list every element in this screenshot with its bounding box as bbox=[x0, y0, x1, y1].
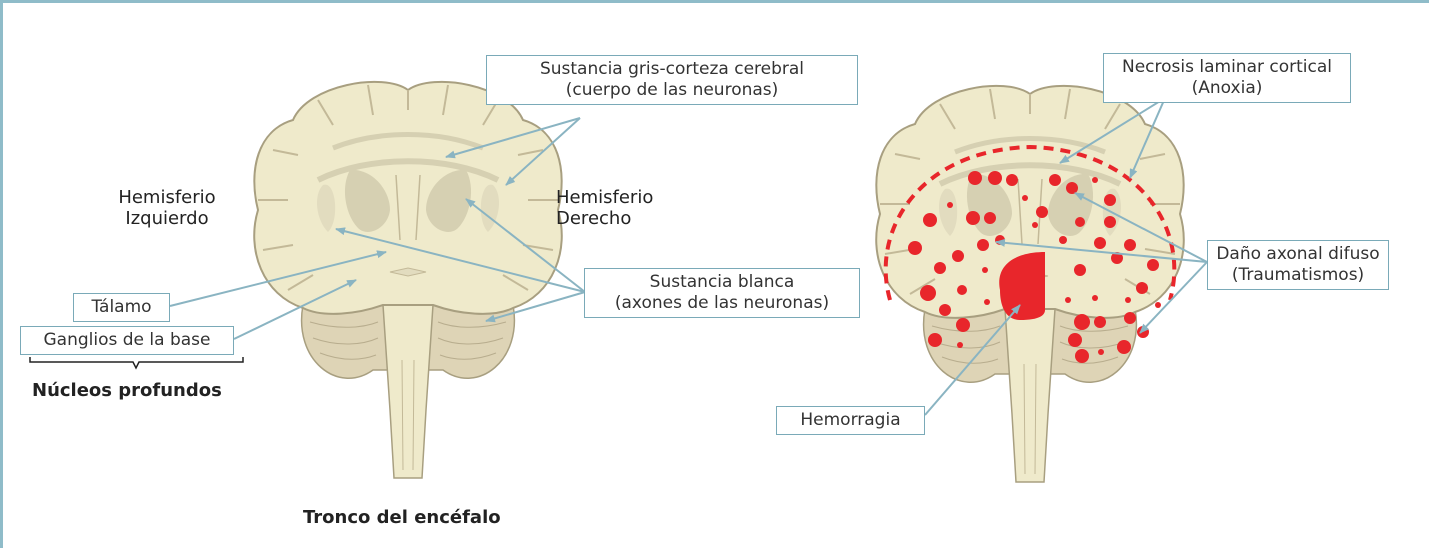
axonal-damage-label: Daño axonal difuso (Traumatismos) bbox=[1207, 240, 1389, 290]
hemorrhage-shape bbox=[999, 252, 1045, 320]
axonal-damage-dots bbox=[908, 171, 1161, 363]
right-pointer-arrows bbox=[924, 97, 1208, 416]
basal-ganglia-label: Ganglios de la base bbox=[20, 326, 234, 355]
left-hemisphere-label: Hemisferio Izquierdo bbox=[118, 187, 216, 229]
deep-nuclei-label: Núcleos profundos bbox=[32, 380, 222, 401]
deep-nuclei-brace bbox=[29, 357, 244, 370]
white-matter-label: Sustancia blanca (axones de las neuronas… bbox=[584, 268, 860, 318]
gray-matter-label: Sustancia gris-corteza cerebral (cuerpo … bbox=[486, 55, 858, 105]
right-hemisphere-label: Hemisferio Derecho bbox=[556, 187, 654, 229]
cortical-necrosis-label: Necrosis laminar cortical (Anoxia) bbox=[1103, 53, 1351, 103]
left-pointer-arrows bbox=[169, 117, 586, 340]
thalamus-label: Tálamo bbox=[73, 293, 170, 322]
cortical-necrosis-dashed-line bbox=[883, 144, 1177, 301]
hemorrhage-label: Hemorragia bbox=[776, 406, 925, 435]
brainstem-label: Tronco del encéfalo bbox=[303, 507, 501, 528]
normal-brain-illustration bbox=[254, 82, 562, 478]
